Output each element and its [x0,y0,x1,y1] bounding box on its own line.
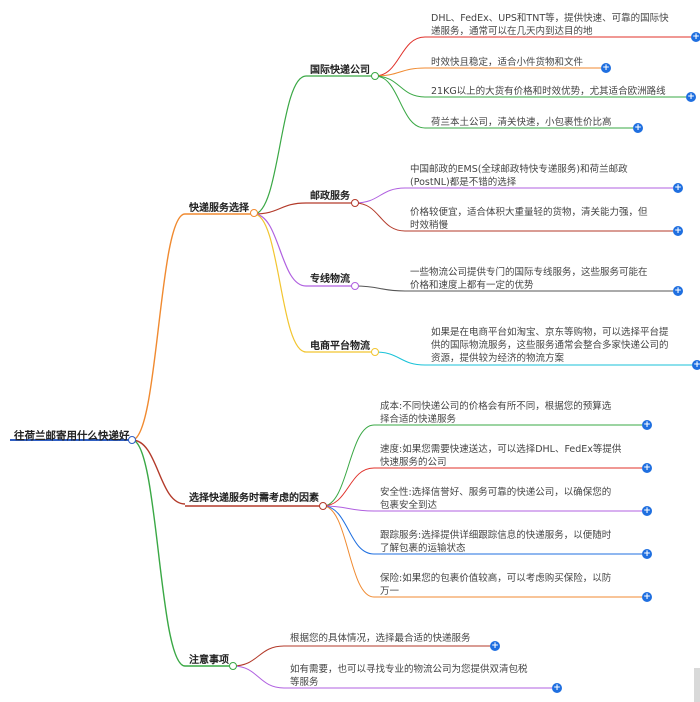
sub-intl-express[interactable]: 国际快递公司 [310,65,370,76]
connector-line [374,75,426,98]
leaf-note-2: 如有需要，也可以寻找专业的物流公司为您提供双清包税 等服务 [290,664,528,688]
connector-line [322,505,375,598]
expand-button[interactable]: + [673,286,683,296]
connector-line [232,665,285,689]
connector-line [253,202,307,215]
connector-line [354,285,406,292]
connector-line [354,187,406,204]
connector-line [374,67,426,77]
expand-button[interactable]: + [673,183,683,193]
root-topic[interactable]: 往荷兰邮寄用什么快递好 [14,430,130,442]
connector-line [322,505,375,512]
expand-button[interactable]: + [686,92,696,102]
connector-line [131,439,186,505]
expand-button[interactable]: + [673,226,683,236]
branch-express-knob[interactable] [250,209,258,217]
expand-button[interactable]: + [642,420,652,430]
expand-button[interactable]: + [601,63,611,73]
branch-notes[interactable]: 注意事项 [189,655,229,666]
leaf-note-1: 根据您的具体情况，选择最合适的快递服务 [290,633,471,644]
root-knob[interactable] [128,436,136,444]
connector-line [253,75,307,215]
connector-line [253,213,307,287]
expand-button[interactable]: + [642,506,652,516]
sub-line-knob[interactable] [351,282,359,290]
leaf-post-1: 中国邮政的EMS(全球邮政特快专递服务)和荷兰邮政 (PostNL)都是不错的选… [410,164,628,188]
leaf-factor-insurance: 保险:如果您的包裹价值较高，可以考虑购买保险，以防 万一 [380,573,612,597]
leaf-intl-1: DHL、FedEx、UPS和TNT等，提供快速、可靠的国际快 递服务，通常可以在… [431,13,669,37]
leaf-factor-tracking: 跟踪服务:选择提供详细跟踪信息的快递服务，以便随时 了解包裹的运输状态 [380,530,612,554]
expand-button[interactable]: + [691,32,700,42]
sub-postal[interactable]: 邮政服务 [310,191,350,202]
expand-button[interactable]: + [642,463,652,473]
sub-dedicated-line[interactable]: 专线物流 [310,274,350,285]
expand-button[interactable]: + [642,549,652,559]
leaf-intl-4: 荷兰本土公司，清关快速，小包裹性价比高 [431,117,612,128]
branch-factors[interactable]: 选择快递服务时需考虑的因素 [189,493,319,504]
connector-line [322,505,375,555]
connector-line [354,202,406,232]
sub-ecom-knob[interactable] [371,348,379,356]
leaf-post-2: 价格较便宜，适合体积大重量轻的货物，清关能力强，但 时效稍慢 [410,207,648,231]
expand-button[interactable]: + [642,592,652,602]
leaf-intl-2: 时效快且稳定，适合小件货物和文件 [431,57,584,68]
leaf-line-1: 一些物流公司提供专门的国际专线服务，这些服务可能在 价格和速度上都有一定的优势 [410,267,648,291]
sub-intl-knob[interactable] [371,72,379,80]
scroll-corner [694,668,700,702]
connector-line [374,75,426,129]
connector-line [322,424,375,507]
leaf-ecom-1: 如果是在电商平台如淘宝、京东等购物，可以选择平台提 供的国际物流服务，这些服务通… [431,327,669,364]
sub-ecommerce[interactable]: 电商平台物流 [310,341,370,352]
sub-post-knob[interactable] [351,199,359,207]
connector-line [322,467,375,507]
leaf-factor-cost: 成本:不同快递公司的价格会有所不同，根据您的预算选 择合适的快递服务 [380,401,612,425]
connector-line [232,645,285,667]
connector-line [374,351,426,366]
connector-line [253,213,307,353]
expand-button[interactable]: + [490,641,500,651]
expand-button[interactable]: + [633,123,643,133]
expand-button[interactable]: + [692,360,700,370]
branch-notes-knob[interactable] [229,662,237,670]
connector-line [131,439,186,667]
leaf-intl-3: 21KG以上的大货有价格和时效优势，尤其适合欧洲路线 [431,86,666,97]
branch-express-choice[interactable]: 快递服务选择 [189,203,249,214]
expand-button[interactable]: + [552,683,562,693]
branch-factors-knob[interactable] [319,502,327,510]
connector-line [131,213,186,441]
leaf-factor-safety: 安全性:选择信誉好、服务可靠的快递公司，以确保您的 包裹安全到达 [380,487,612,511]
leaf-factor-speed: 速度:如果您需要快速送达，可以选择DHL、FedEx等提供 快速服务的公司 [380,444,622,468]
connector-line [374,36,426,77]
